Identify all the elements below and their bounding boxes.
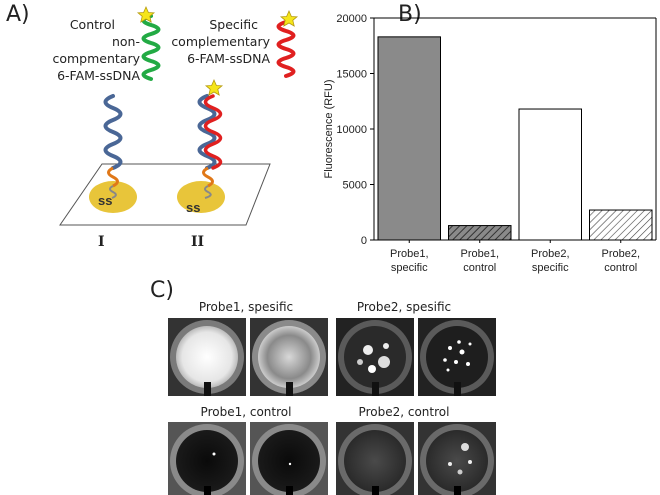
panel-c-letter: C) bbox=[150, 278, 174, 303]
specific-line-2: complementary bbox=[171, 34, 270, 49]
x-tick-label: control bbox=[463, 262, 496, 274]
ss-label-1: ss bbox=[98, 193, 112, 208]
roman-i-label: I bbox=[98, 234, 105, 250]
ss-label-2: ss bbox=[186, 200, 200, 215]
y-tick-label: 10000 bbox=[336, 124, 367, 136]
bar bbox=[377, 36, 441, 241]
gold-spot bbox=[177, 181, 225, 213]
star-icon bbox=[279, 9, 299, 27]
x-tick-label: specific bbox=[391, 262, 428, 274]
bar bbox=[518, 108, 582, 241]
panel-a-letter: A) bbox=[6, 2, 30, 27]
x-tick-label: Probe2, bbox=[601, 248, 640, 260]
control-line-2: non-compmentary bbox=[52, 34, 140, 66]
y-tick-label: 5000 bbox=[343, 180, 367, 192]
panel-b-letter: B) bbox=[398, 2, 422, 27]
x-tick-label: Probe2, bbox=[531, 248, 570, 260]
image-probe2-specific-b bbox=[418, 318, 496, 396]
control-legend: Control non-compmentary 6-FAM-ssDNA bbox=[30, 16, 140, 84]
image-probe1-control-a bbox=[168, 422, 246, 495]
specific-line-1: Specific bbox=[209, 17, 258, 32]
y-tick-label: 20000 bbox=[336, 13, 367, 25]
specific-line-3: 6-FAM-ssDNA bbox=[187, 51, 270, 66]
image-probe1-specific-b bbox=[250, 318, 328, 396]
y-axis-label: Fluorescence (RFU) bbox=[323, 79, 335, 178]
image-probe1-specific-a bbox=[168, 318, 246, 396]
probe-2-strand bbox=[197, 94, 223, 199]
image-probe2-specific-a bbox=[336, 318, 414, 396]
panel-a-illustration: ss ss bbox=[59, 5, 299, 226]
y-tick-label: 0 bbox=[361, 235, 367, 247]
x-tick-label: Probe1, bbox=[460, 248, 499, 260]
control-strand bbox=[141, 14, 161, 81]
image-probe2-control-a bbox=[336, 422, 414, 495]
specific-legend: Specific complementary 6-FAM-ssDNA bbox=[160, 16, 270, 67]
caption-probe2-specific: Probe2, spesific bbox=[356, 300, 452, 314]
control-line-1: Control bbox=[69, 17, 115, 32]
specific-strand bbox=[276, 20, 296, 78]
panel-c-images bbox=[168, 318, 496, 495]
roman-ii-label: II bbox=[191, 234, 205, 250]
image-probe2-control-b bbox=[418, 422, 496, 495]
x-tick-label: Probe1, bbox=[390, 248, 429, 260]
caption-probe1-specific: Probe1, spesific bbox=[198, 300, 294, 314]
probe-1-strand bbox=[103, 94, 123, 199]
star-icon bbox=[204, 78, 224, 96]
x-tick-label: control bbox=[604, 262, 637, 274]
star-icon bbox=[136, 5, 156, 23]
caption-probe1-control: Probe1, control bbox=[200, 405, 292, 419]
bar bbox=[448, 225, 512, 241]
bar bbox=[589, 209, 653, 241]
x-tick-label: specific bbox=[532, 262, 569, 274]
image-probe1-control-b bbox=[250, 422, 328, 495]
control-line-3: 6-FAM-ssDNA bbox=[57, 68, 140, 83]
caption-probe2-control: Probe2, control bbox=[358, 405, 450, 419]
y-tick-label: 15000 bbox=[336, 69, 367, 81]
